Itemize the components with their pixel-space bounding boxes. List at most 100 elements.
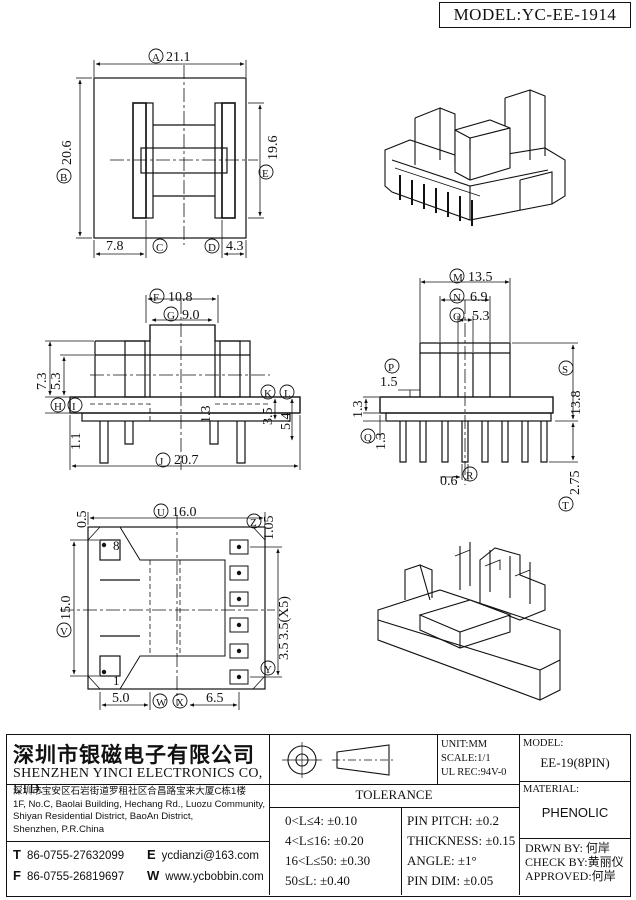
model-header: MODEL:YC-EE-1914 xyxy=(439,2,631,28)
email-value: ycdianzi@163.com xyxy=(161,850,260,862)
tolerance-row: 50≤L: ±0.40 xyxy=(285,873,350,888)
svg-text:K: K xyxy=(264,388,272,400)
svg-text:C: C xyxy=(156,242,163,254)
svg-text:B: B xyxy=(60,172,67,184)
svg-text:D: D xyxy=(208,242,216,254)
svg-text:Y: Y xyxy=(264,664,272,676)
material-field-value: PHENOLIC xyxy=(541,805,609,820)
checked-by: CHECK BY:黄丽仪 xyxy=(525,855,624,869)
dim-L: 5.4 xyxy=(279,413,294,431)
ul-label: UL REC:94V-0 xyxy=(441,767,507,778)
svg-text:G: G xyxy=(167,310,175,322)
bottom-view xyxy=(60,512,282,710)
svg-text:F: F xyxy=(153,292,159,304)
dim-Q: 1.3 xyxy=(374,433,389,451)
model-field-label: MODEL: xyxy=(523,738,564,749)
tolerance-left: 0<L≤4: ±0.10 4<L≤16: ±0.20 16<L≤50: ±0.3… xyxy=(285,811,370,891)
dim-J: 20.7 xyxy=(174,453,199,468)
dim-S: 13.8 xyxy=(569,391,584,416)
dim-1-3-front: 1.3 xyxy=(199,406,214,424)
isometric-view-top xyxy=(384,89,566,226)
web-label: W xyxy=(147,868,160,883)
address-line-3: Shiyan Residential District, BaoAn Distr… xyxy=(13,811,194,823)
tolerance-row: 16<L≤50: ±0.30 xyxy=(285,853,371,868)
dim-U: 16.0 xyxy=(172,505,197,520)
fax-label: F xyxy=(13,868,21,883)
signatures: DRWN BY: 何岸 CHECK BY:黄丽仪 APPROVED:何岸 xyxy=(525,841,624,883)
svg-text:P: P xyxy=(388,362,394,374)
svg-text:M: M xyxy=(453,272,463,284)
dim-A: 21.1 xyxy=(166,50,191,65)
dim-M: 13.5 xyxy=(468,270,493,285)
tolerance-row: PIN PITCH: ±0.2 xyxy=(407,813,500,828)
tolerance-row: 4<L≤16: ±0.20 xyxy=(285,833,364,848)
dim-D: 4.3 xyxy=(226,239,244,254)
model-field-value: EE-19(8PIN) xyxy=(540,755,610,770)
web-value: www.ycbobbin.com xyxy=(165,871,264,883)
projection-symbol-icon xyxy=(282,742,395,778)
fax-row: F 86-0755-26819697 xyxy=(13,868,124,883)
dim-E: 19.6 xyxy=(266,136,281,161)
dim-F: 10.8 xyxy=(168,290,193,305)
svg-text:E: E xyxy=(262,168,269,180)
tel-label: T xyxy=(13,847,21,862)
company-name-en: SHENZHEN YINCI ELECTRONICS CO, LTD. xyxy=(13,766,263,797)
dim-V: 15.0 xyxy=(59,596,74,621)
email-label: E xyxy=(147,847,156,862)
address: 深圳市宝安区石岩街道罗租社区合昌路宝来大厦C栋1楼 1F, No.C, Baol… xyxy=(13,786,269,836)
tolerance-row: PIN DIM: ±0.05 xyxy=(407,873,494,888)
bottom-view-labels: 0.5 U 16.0 Z 1.05 V 15.0 8 1 3.5(X5) 3.5… xyxy=(56,503,292,709)
svg-text:N: N xyxy=(453,292,461,304)
address-line-2: 1F, No.C, Baolai Building, Hechang Rd., … xyxy=(13,798,266,810)
dim-7-3: 7.3 xyxy=(35,373,50,391)
front-view xyxy=(45,295,301,470)
svg-text:A: A xyxy=(152,52,160,64)
dim-pitch: 3.5(X5) xyxy=(277,596,292,640)
pin-8-label: 8 xyxy=(113,538,120,553)
svg-text:R: R xyxy=(466,470,474,482)
svg-text:T: T xyxy=(562,500,569,512)
tolerance-row: ANGLE: ±1° xyxy=(407,853,477,868)
side-view-labels: M 13.5 N 6.9 O 5.3 P 1.5 S 13.8 1.3 Q 1.… xyxy=(351,268,584,512)
top-view-labels: A 21.1 B 20.6 E 19.6 7.8 C D 4.3 xyxy=(56,48,281,254)
dim-5-3: 5.3 xyxy=(49,373,64,391)
tolerance-title: TOLERANCE xyxy=(355,787,433,802)
drawn-by: DRWN BY: 何岸 xyxy=(525,841,610,855)
dim-0-5: 0.5 xyxy=(75,511,90,529)
svg-text:W: W xyxy=(156,697,167,709)
front-view-labels: F 10.8 G 9.0 7.3 5.3 H I 1.1 1.3 J 20.7 … xyxy=(35,288,295,468)
tolerance-row: THICKNESS: ±0.15 xyxy=(407,833,516,848)
side-view xyxy=(363,278,578,485)
svg-text:Q: Q xyxy=(364,432,372,444)
svg-text:Z: Z xyxy=(250,517,257,529)
dim-O: 5.3 xyxy=(472,309,490,324)
dim-R: 0.6 xyxy=(440,474,458,489)
svg-text:I: I xyxy=(72,401,76,413)
dim-Y: 3.5 xyxy=(277,643,292,661)
unit-label: UNIT:MM xyxy=(441,739,488,750)
fax-value: 86-0755-26819697 xyxy=(26,871,125,883)
address-line-1: 深圳市宝安区石岩街道罗租社区合昌路宝来大厦C栋1楼 xyxy=(13,786,246,797)
material-field-label: MATERIAL: xyxy=(523,784,579,795)
dim-1-3-side: 1.3 xyxy=(351,401,366,419)
dim-T: 2.75 xyxy=(568,471,583,496)
dim-C: 7.8 xyxy=(106,239,124,254)
company-name-cn: 深圳市银磁电子有限公司 xyxy=(13,742,255,767)
tel-row: T 86-0755-27632099 xyxy=(13,847,124,862)
svg-text:X: X xyxy=(176,697,184,709)
dim-Z: 1.05 xyxy=(262,516,277,541)
tel-value: 86-0755-27632099 xyxy=(26,850,125,862)
svg-text:V: V xyxy=(60,626,68,638)
dim-N: 6.9 xyxy=(470,290,488,305)
dim-K: 3.5 xyxy=(261,408,276,426)
dim-1-1: 1.1 xyxy=(69,433,84,451)
dim-B: 20.6 xyxy=(60,141,75,166)
tolerance-right: PIN PITCH: ±0.2 THICKNESS: ±0.15 ANGLE: … xyxy=(407,811,515,891)
approved-by: APPROVED:何岸 xyxy=(525,869,616,883)
dim-P: 1.5 xyxy=(380,375,398,390)
dim-G: 9.0 xyxy=(182,308,200,323)
tolerance-row: 0<L≤4: ±0.10 xyxy=(285,813,358,828)
title-block: 深圳市银磁电子有限公司 SHENZHEN YINCI ELECTRONICS C… xyxy=(6,734,631,897)
